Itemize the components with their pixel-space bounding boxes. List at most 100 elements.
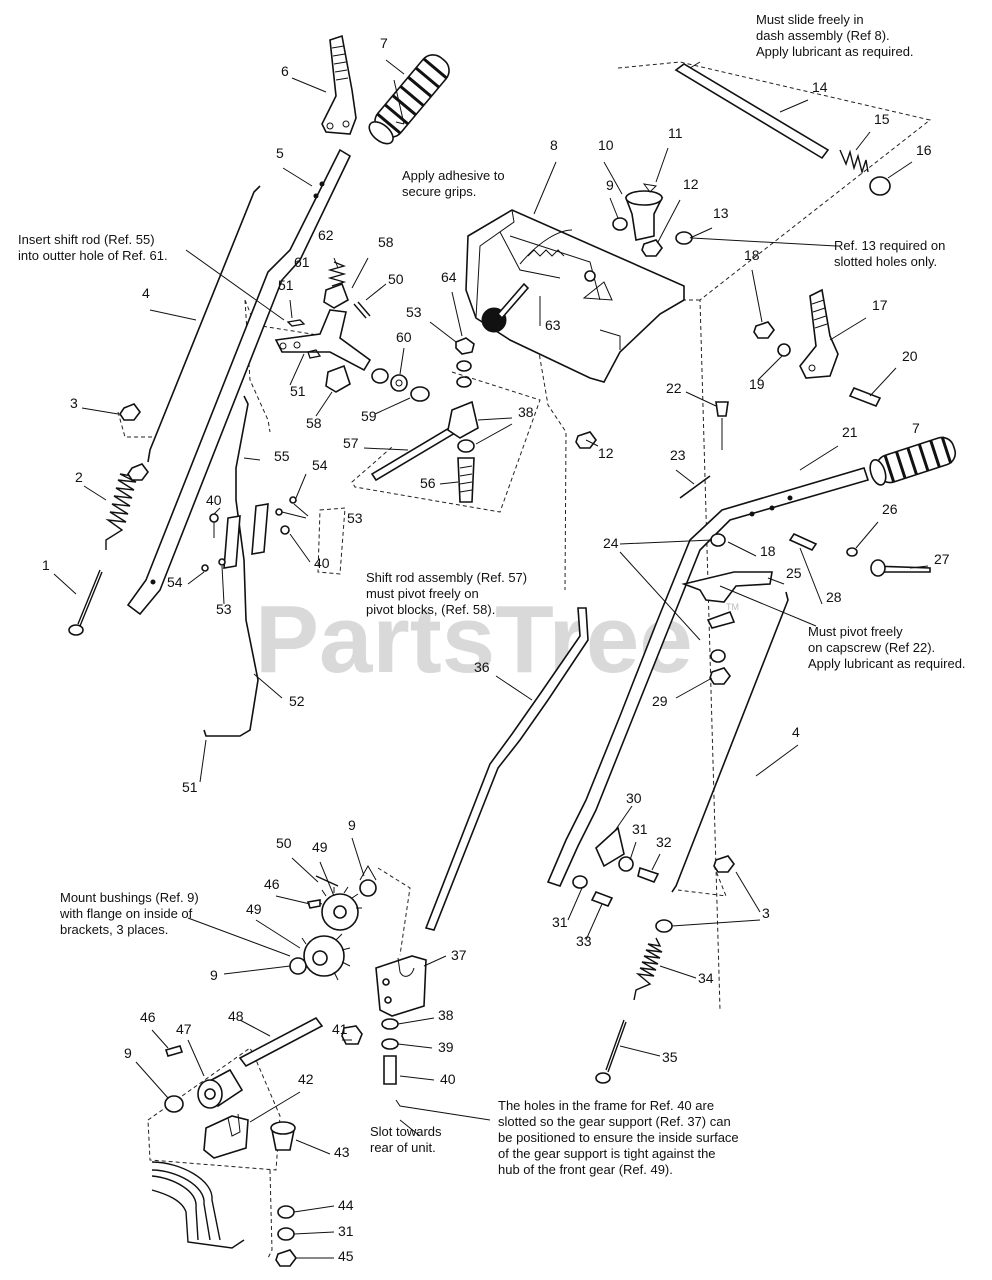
callout-c50a: 50 — [388, 271, 404, 287]
long-rod-36 — [424, 607, 589, 931]
note-bushings: Mount bushings (Ref. 9) with flange on i… — [59, 890, 199, 937]
clip-51-mid — [307, 349, 322, 359]
callout-c51b: 51 — [290, 383, 306, 399]
note-line: with flange on inside of — [59, 906, 193, 921]
callout-c60: 60 — [396, 329, 412, 345]
cap-16 — [869, 176, 891, 196]
callout-c12a: 12 — [683, 176, 699, 192]
bearing-47 — [197, 1068, 244, 1109]
callout-c9c: 9 — [210, 967, 218, 983]
gear-support-37 — [375, 955, 427, 1017]
capscrew-22 — [715, 401, 729, 417]
bushing-19 — [777, 343, 791, 357]
callout-c17: 17 — [872, 297, 888, 313]
capscrew-26 — [788, 532, 818, 552]
callout-c2: 2 — [75, 469, 83, 485]
note-line: pivot blocks, (Ref. 58). — [366, 602, 495, 617]
note-shift-rod-assembly: Shift rod assembly (Ref. 57) must pivot … — [366, 570, 527, 617]
callout-c19: 19 — [749, 376, 765, 392]
gear-upper — [315, 886, 362, 931]
note-line: Apply lubricant as required. — [808, 656, 966, 671]
spring-15 — [839, 149, 869, 175]
note-line: on capscrew (Ref 22). — [808, 640, 935, 655]
note-line: The holes in the frame for Ref. 40 are — [498, 1098, 714, 1113]
callout-c40c: 40 — [440, 1071, 456, 1087]
callout-c16: 16 — [916, 142, 932, 158]
callout-c20: 20 — [902, 348, 918, 364]
callout-c6: 6 — [281, 63, 289, 79]
link-plate-right — [251, 503, 269, 555]
callout-c35: 35 — [662, 1049, 678, 1065]
washer-13 — [675, 231, 693, 245]
note-dash-rod: Must slide freely in dash assembly (Ref … — [756, 12, 914, 59]
note-ref-13: Ref. 13 required on slotted holes only. — [834, 238, 945, 269]
note-frame-holes: The holes in the frame for Ref. 40 are s… — [498, 1098, 739, 1177]
watermark: PartsTree — [255, 586, 693, 693]
pin-46-lower — [164, 1045, 184, 1057]
callout-c5: 5 — [276, 145, 284, 161]
callout-c38a: 38 — [518, 404, 534, 420]
callout-c26: 26 — [882, 501, 898, 517]
nut-45 — [275, 1249, 297, 1267]
callout-c29: 29 — [652, 693, 668, 709]
callout-c18b: 18 — [760, 543, 776, 559]
spring-left — [105, 469, 137, 550]
callout-c21: 21 — [842, 424, 858, 440]
capscrew-56 — [457, 457, 475, 503]
callout-c49a: 49 — [312, 839, 328, 855]
note-line: Slot towards — [370, 1124, 442, 1139]
note-capscrew-22: Must pivot freely on capscrew (Ref 22). … — [808, 624, 966, 671]
nut-3-left — [119, 403, 141, 421]
shift-lever — [274, 309, 372, 372]
callout-c39: 39 — [438, 1039, 454, 1055]
gear-lower — [301, 933, 351, 981]
note-line: must pivot freely on — [366, 586, 479, 601]
dash-panel — [465, 209, 685, 383]
pivot-block-38 — [447, 400, 479, 439]
callout-c9a: 9 — [606, 177, 614, 193]
note-grips: Apply adhesive to secure grips. — [402, 168, 505, 199]
callout-c36: 36 — [474, 659, 490, 675]
callout-c52: 52 — [289, 693, 305, 709]
dash-panel-assembly — [465, 183, 693, 449]
capscrew-28 — [706, 610, 736, 629]
callout-c54a: 54 — [312, 457, 328, 473]
eyebolt-left — [77, 569, 103, 627]
note-line: slotted so the gear support (Ref. 37) ca… — [498, 1114, 731, 1129]
pin-50 — [353, 301, 371, 319]
pin-50-lower — [315, 875, 339, 887]
callout-c33: 33 — [576, 933, 592, 949]
handle-grip-left — [368, 54, 450, 145]
note-line: of the gear support is tight against the — [498, 1146, 716, 1161]
callout-c1: 1 — [42, 557, 50, 573]
note-line: Must pivot freely — [808, 624, 903, 639]
callout-c48: 48 — [228, 1008, 244, 1024]
capscrew-40-lower — [383, 1055, 397, 1085]
callout-c40a: 40 — [206, 492, 222, 508]
callout-c30: 30 — [626, 790, 642, 806]
axle-48 — [238, 1016, 324, 1068]
note-line: Must slide freely in — [756, 12, 864, 27]
callout-c53c: 53 — [216, 601, 232, 617]
callout-c12b: 12 — [598, 445, 614, 461]
callout-c24: 24 — [603, 535, 619, 551]
note-line: brackets, 3 places. — [60, 922, 168, 937]
callout-c57: 57 — [343, 435, 359, 451]
note-line: Apply adhesive to — [402, 168, 505, 183]
speed-lever — [321, 34, 357, 135]
callout-c27: 27 — [934, 551, 950, 567]
spring-62 — [327, 261, 347, 287]
note-line: be positioned to ensure the inside surfa… — [498, 1130, 739, 1145]
shift-rod-55 — [203, 395, 259, 737]
capscrew-32 — [637, 866, 660, 884]
callout-c22: 22 — [666, 380, 682, 396]
callout-c3b: 3 — [762, 905, 770, 921]
callout-c4b: 4 — [792, 724, 800, 740]
callout-c10: 10 — [598, 137, 614, 153]
note-line: dash assembly (Ref 8). — [756, 28, 890, 43]
callout-c23: 23 — [670, 447, 686, 463]
bushing-9 — [612, 217, 628, 231]
callout-c31b: 31 — [552, 914, 568, 930]
